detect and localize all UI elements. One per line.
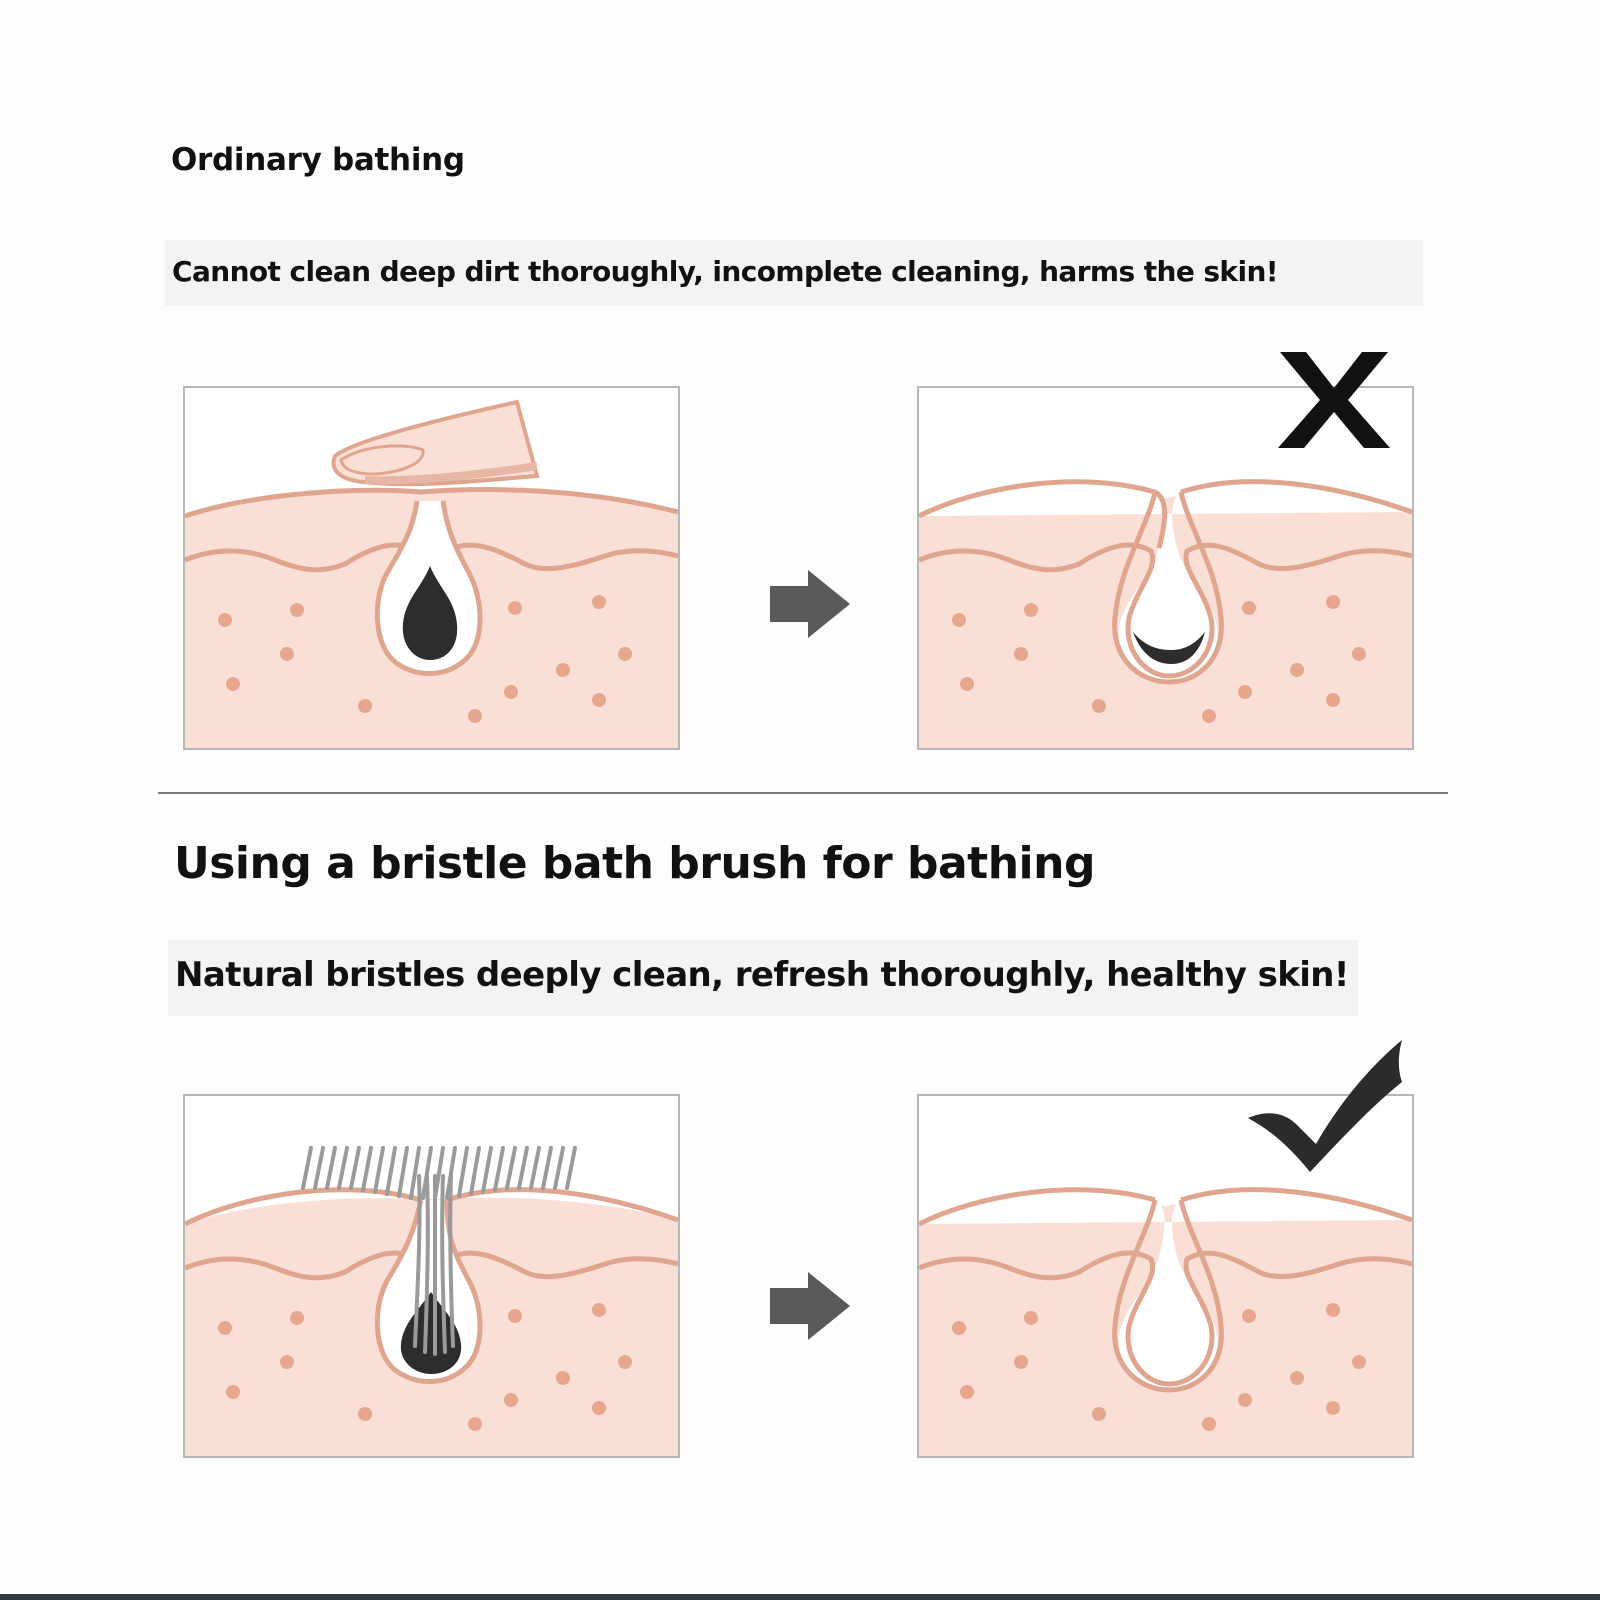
clean-pore-panel bbox=[917, 1094, 1414, 1458]
residue-pore-panel bbox=[917, 386, 1414, 750]
dirt-residue-icon bbox=[1133, 632, 1205, 664]
bottom-edge-bar bbox=[0, 1594, 1600, 1600]
right-arrow-icon bbox=[770, 570, 850, 638]
ordinary-bathing-title: Ordinary bathing bbox=[171, 142, 465, 178]
right-arrow-icon bbox=[770, 1272, 850, 1340]
subtitle-band bbox=[165, 240, 1423, 306]
bristles-icon bbox=[301, 1146, 577, 1356]
residue-pore-illustration bbox=[919, 479, 1412, 748]
bristle-brush-title: Using a bristle bath brush for bathing bbox=[174, 838, 1095, 889]
section-divider bbox=[158, 792, 1448, 794]
finger-pressing-panel bbox=[183, 386, 680, 750]
ordinary-bathing-subtitle: Cannot clean deep dirt thoroughly, incom… bbox=[172, 255, 1279, 288]
subtitle-band bbox=[168, 940, 1358, 1016]
finger-icon bbox=[331, 399, 540, 487]
clean-pore-illustration bbox=[919, 1187, 1412, 1456]
bristle-cleaning-panel bbox=[183, 1094, 680, 1458]
checkmark-icon bbox=[1248, 1040, 1402, 1172]
dirt-icon bbox=[402, 566, 458, 660]
cross-icon bbox=[1278, 352, 1390, 448]
bristle-brush-subtitle: Natural bristles deeply clean, refresh t… bbox=[175, 955, 1349, 995]
bristle-pore-illustration bbox=[185, 1146, 678, 1456]
finger-pore-illustration bbox=[185, 399, 678, 748]
